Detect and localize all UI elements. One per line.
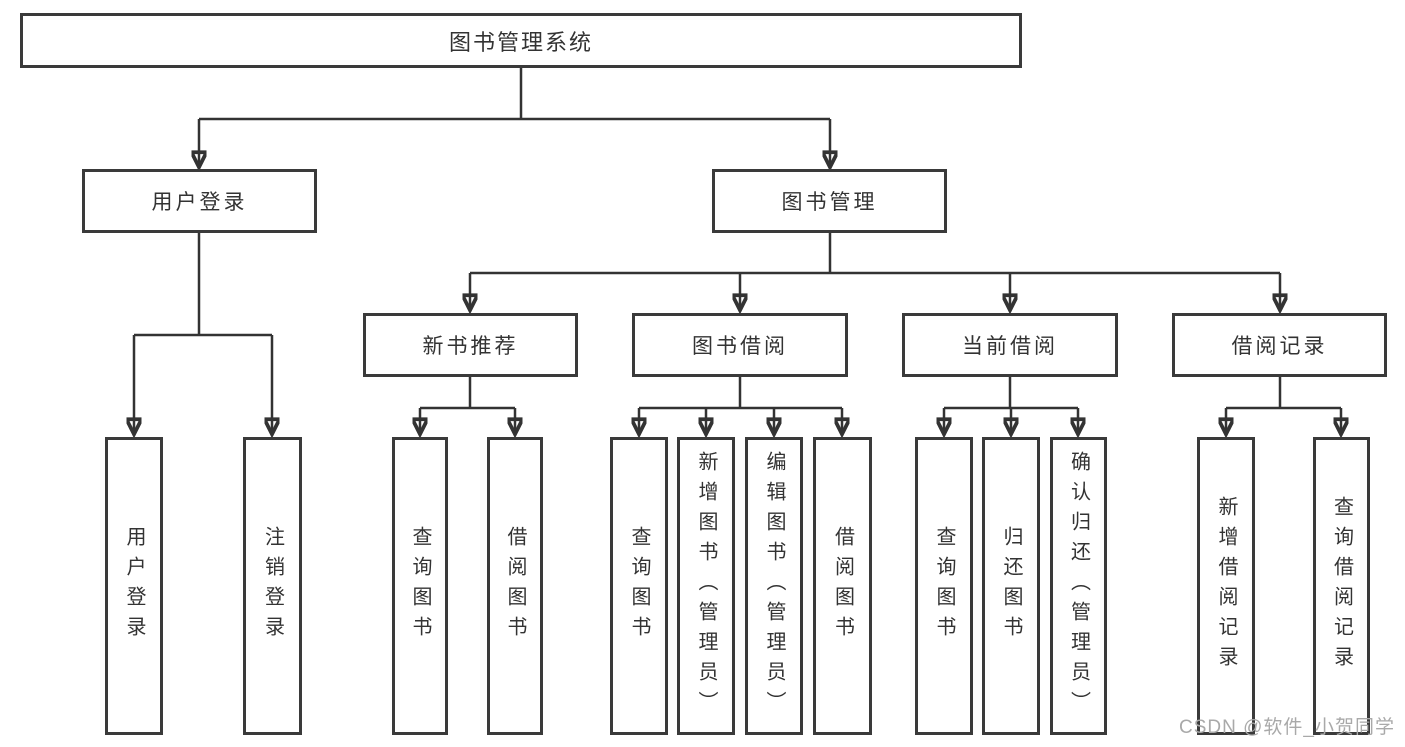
csdn-watermark: CSDN @软件_小贺同学 xyxy=(1179,717,1395,738)
node-label: 图书借阅 xyxy=(692,335,788,358)
leaf-label: 借阅图书 xyxy=(504,526,526,646)
leaf-borrow-books: 借阅图书 xyxy=(487,437,543,735)
node-borrowing-records: 借阅记录 xyxy=(1172,313,1387,377)
leaf-logout: 注销登录 xyxy=(243,437,302,735)
leaf-query-books: 查询图书 xyxy=(610,437,668,735)
leaf-label: 借阅图书 xyxy=(831,526,854,646)
node-label: 用户登录 xyxy=(151,191,248,214)
leaf-return-books: 归还图书 xyxy=(982,437,1040,735)
node-label: 新书推荐 xyxy=(422,335,519,358)
leaf-label: 确认归还（管理员） xyxy=(1067,451,1090,721)
leaf-label: 新增图书（管理员） xyxy=(695,451,717,721)
leaf-label: 归还图书 xyxy=(1000,526,1022,646)
leaf-user-login: 用户登录 xyxy=(105,437,163,735)
leaf-query-borrow-record: 查询借阅记录 xyxy=(1313,437,1370,735)
leaf-query-books: 查询图书 xyxy=(915,437,973,735)
leaf-label: 注销登录 xyxy=(261,526,284,646)
leaf-label: 编辑图书（管理员） xyxy=(763,451,785,721)
node-root-label: 图书管理系统 xyxy=(448,29,593,55)
connector-current-borrowing-to-leaves xyxy=(944,377,1078,432)
leaf-add-books-admin: 新增图书（管理员） xyxy=(677,437,735,735)
connector-new-book-recommend-to-leaves xyxy=(420,377,515,432)
leaf-label: 查询图书 xyxy=(409,526,431,646)
leaf-label: 查询借阅记录 xyxy=(1330,496,1353,676)
leaf-confirm-return-admin: 确认归还（管理员） xyxy=(1050,437,1107,735)
node-new-book-recommend: 新书推荐 xyxy=(363,313,578,377)
node-root-system: 图书管理系统 xyxy=(20,13,1022,68)
connector-user-login-to-leaves xyxy=(134,233,272,432)
leaf-add-borrow-record: 新增借阅记录 xyxy=(1197,437,1255,735)
leaf-label: 用户登录 xyxy=(123,526,145,646)
node-current-borrowing: 当前借阅 xyxy=(902,313,1118,377)
leaf-query-books: 查询图书 xyxy=(392,437,448,735)
node-label: 当前借阅 xyxy=(962,335,1058,358)
connector-book-management-to-level3 xyxy=(470,233,1280,308)
leaf-edit-books-admin: 编辑图书（管理员） xyxy=(745,437,803,735)
connector-book-borrowing-to-leaves xyxy=(639,377,842,432)
node-label: 图书管理 xyxy=(781,191,878,214)
connector-root-to-level2 xyxy=(199,68,830,165)
node-user-login: 用户登录 xyxy=(82,169,317,233)
connector-borrowing-records-to-leaves xyxy=(1226,377,1341,432)
leaf-label: 查询图书 xyxy=(933,526,955,646)
node-book-management: 图书管理 xyxy=(712,169,947,233)
leaf-label: 新增借阅记录 xyxy=(1215,496,1237,676)
leaf-borrow-books: 借阅图书 xyxy=(813,437,872,735)
node-label: 借阅记录 xyxy=(1231,335,1328,358)
leaf-label: 查询图书 xyxy=(628,526,650,646)
node-book-borrowing: 图书借阅 xyxy=(632,313,848,377)
